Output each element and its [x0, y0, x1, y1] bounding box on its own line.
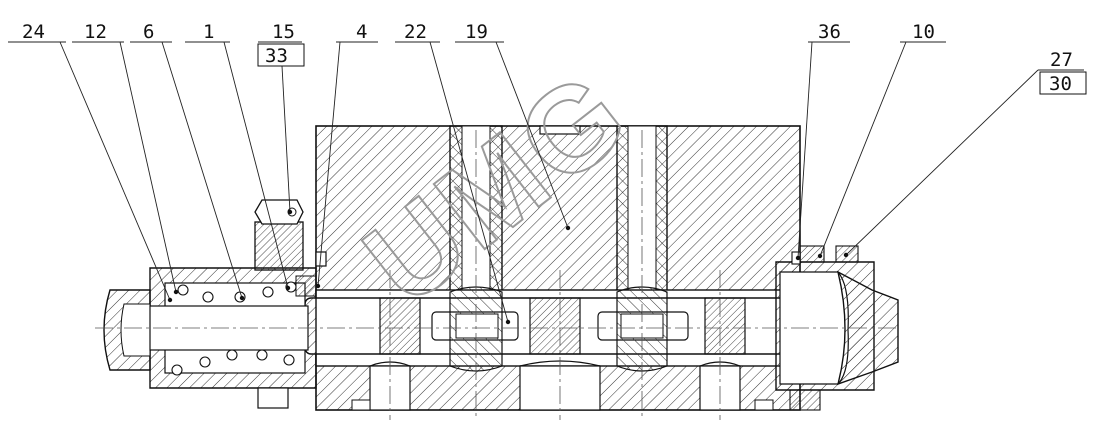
part-label-15: 15	[272, 21, 295, 43]
part-label-24: 24	[22, 21, 45, 43]
label-box-30	[1039, 71, 1087, 95]
spool	[304, 286, 811, 372]
part-label-36: 36	[818, 21, 841, 43]
part-labels: 24 12 6 1 15 33 4 22 19 36 10 27 30	[22, 21, 1087, 95]
part-label-6: 6	[143, 21, 154, 43]
leader-lines	[8, 41, 1084, 323]
part-label-4: 4	[356, 21, 367, 43]
label-box-33	[257, 43, 305, 67]
right-end-cap	[775, 245, 899, 411]
centerlines	[95, 130, 900, 420]
left-spring-cap	[103, 199, 327, 409]
part-label-19: 19	[465, 21, 488, 43]
part-label-27: 27	[1050, 49, 1073, 71]
leader-dots	[167, 209, 849, 325]
part-label-22: 22	[404, 21, 427, 43]
part-label-1: 1	[203, 21, 214, 43]
part-label-30: 30	[1049, 73, 1072, 95]
part-label-10: 10	[912, 21, 935, 43]
part-label-12: 12	[84, 21, 107, 43]
part-label-33: 33	[265, 45, 288, 67]
